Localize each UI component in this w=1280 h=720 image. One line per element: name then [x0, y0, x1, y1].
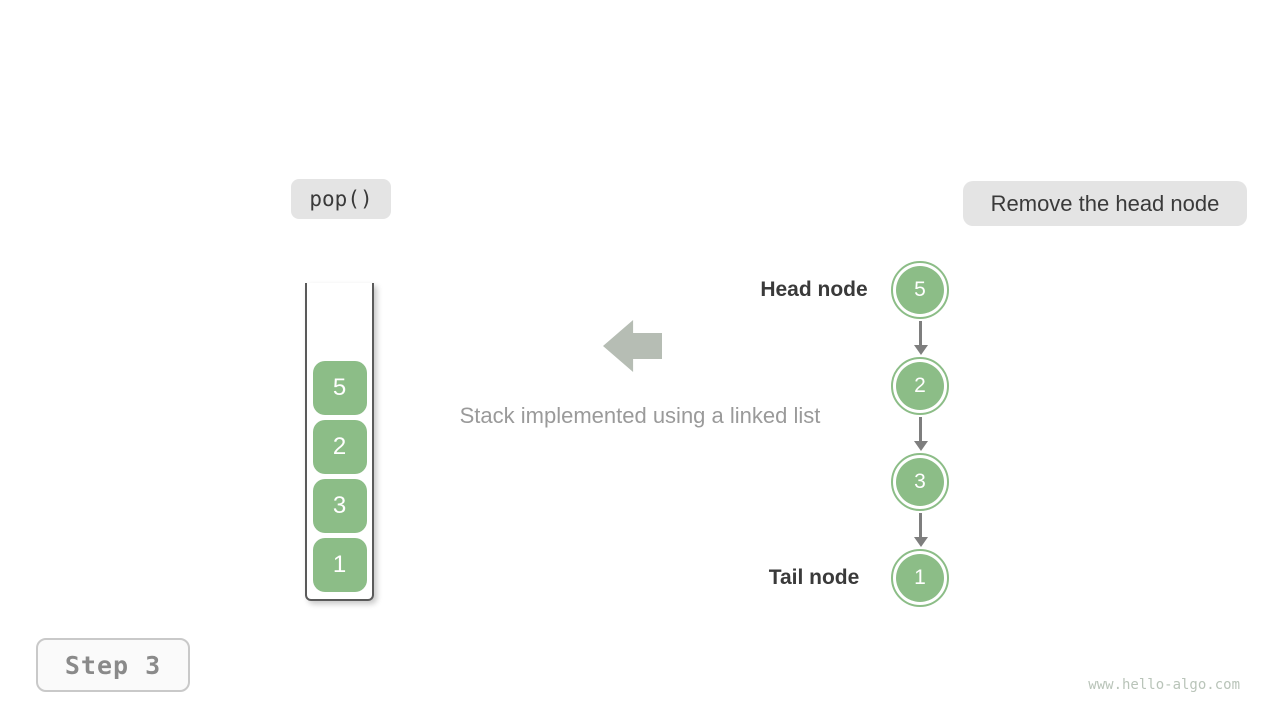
arrow-shaft [919, 417, 922, 441]
head-node-label: Head node [760, 278, 868, 301]
linked-list-node-value: 3 [896, 458, 944, 506]
arrow-head [913, 537, 928, 547]
linked-list-node: 1 [891, 549, 949, 607]
step-indicator: Step 3 [36, 638, 190, 692]
linked-list-node: 3 [891, 453, 949, 511]
stack-item: 2 [312, 420, 367, 474]
tail-node-label: Tail node [768, 566, 860, 589]
stack-item: 3 [312, 479, 367, 533]
down-arrow-icon [913, 417, 928, 451]
arrow-shaft [919, 321, 922, 345]
stack-item: 1 [312, 538, 367, 592]
remove-head-annotation: Remove the head node [963, 181, 1247, 226]
stack-container: 5 2 3 1 [305, 283, 374, 601]
down-arrow-icon [913, 513, 928, 547]
arrow-head [913, 345, 928, 355]
left-arrow-icon [603, 320, 662, 372]
arrow-head [913, 441, 928, 451]
linked-list-node: 5 [891, 261, 949, 319]
down-arrow-icon [913, 321, 928, 355]
stack-item: 5 [312, 361, 367, 415]
arrow-shaft [919, 513, 922, 537]
linked-list-node-value: 5 [896, 266, 944, 314]
linked-list-node: 2 [891, 357, 949, 415]
watermark: www.hello-algo.com [1088, 677, 1240, 693]
caption-text: Stack implemented using a linked list [459, 403, 821, 428]
linked-list-node-value: 2 [896, 362, 944, 410]
pop-operation-label: pop() [291, 179, 391, 219]
linked-list-node-value: 1 [896, 554, 944, 602]
